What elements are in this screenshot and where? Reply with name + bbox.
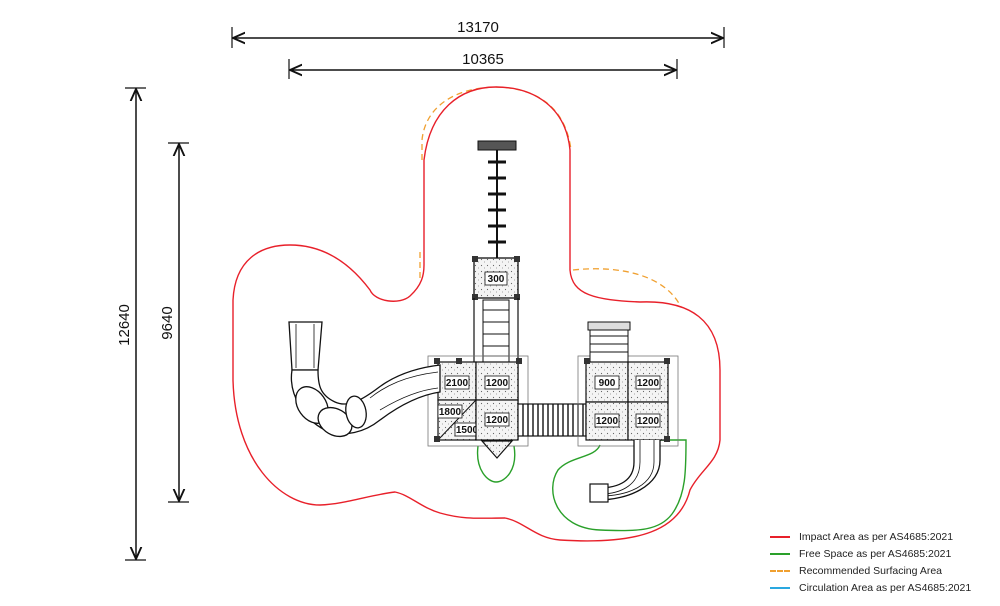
legend-item-circulation: Circulation Area as per AS4685:2021 [770, 579, 998, 596]
dimension-overall-width: 13170 [231, 19, 725, 48]
free-space-outline [476, 439, 687, 532]
surfacing-area-outline [419, 86, 682, 308]
impact-swatch [770, 535, 790, 538]
chain-ladder [488, 150, 506, 258]
overall-width-label: 13170 [457, 19, 499, 36]
overall-depth-label: 12640 [116, 304, 133, 346]
legend-label-free-space: Free Space as per AS4685:2021 [799, 547, 952, 560]
platform-label-tower-top: 300 [488, 274, 505, 285]
legend-item-free-space: Free Space as per AS4685:2021 [770, 545, 998, 562]
legend-item-impact: Impact Area as per AS4685:2021 [770, 528, 998, 545]
platform-label-left-a: 2100 [446, 378, 469, 389]
dimension-overall-depth: 12640 [116, 87, 146, 561]
platform-label-left-b: 1200 [486, 378, 509, 389]
legend: Impact Area as per AS4685:2021 Free Spac… [770, 528, 998, 596]
platform-label-left-d: 1500 [456, 425, 479, 436]
legend-item-surfacing: Recommended Surfacing Area [770, 562, 998, 579]
surfacing-swatch [770, 569, 790, 572]
spiral-tube-slide-left [288, 321, 441, 438]
legend-label-circulation: Circulation Area as per AS4685:2021 [799, 581, 972, 594]
platform-label-left-c: 1800 [439, 407, 462, 418]
platform-label-right-a: 900 [599, 378, 616, 389]
dimension-equipment-depth: 9640 [159, 142, 189, 503]
equipment-width-label: 10365 [462, 51, 504, 68]
platform-label-right-d: 1200 [637, 416, 660, 427]
curved-slide-right [589, 440, 661, 503]
platform-label-right-b: 1200 [637, 378, 660, 389]
equipment-depth-label: 9640 [159, 306, 176, 339]
circulation-swatch [770, 586, 790, 589]
bridge [517, 403, 587, 437]
ladder-left [482, 299, 510, 363]
dimension-equipment-width: 10365 [288, 51, 678, 79]
free-space-swatch [770, 552, 790, 555]
play-structure: 300 2100 1200 1800 1500 1200 [288, 140, 679, 503]
impact-area-outline [232, 86, 721, 542]
platform-label-right-c: 1200 [596, 416, 619, 427]
legend-label-impact: Impact Area as per AS4685:2021 [799, 530, 954, 543]
platform-label-left-e: 1200 [486, 415, 509, 426]
step-triangle [480, 440, 514, 459]
legend-label-surfacing: Recommended Surfacing Area [799, 564, 942, 577]
tower-top-bar [477, 140, 517, 151]
ladder-right [587, 321, 631, 363]
